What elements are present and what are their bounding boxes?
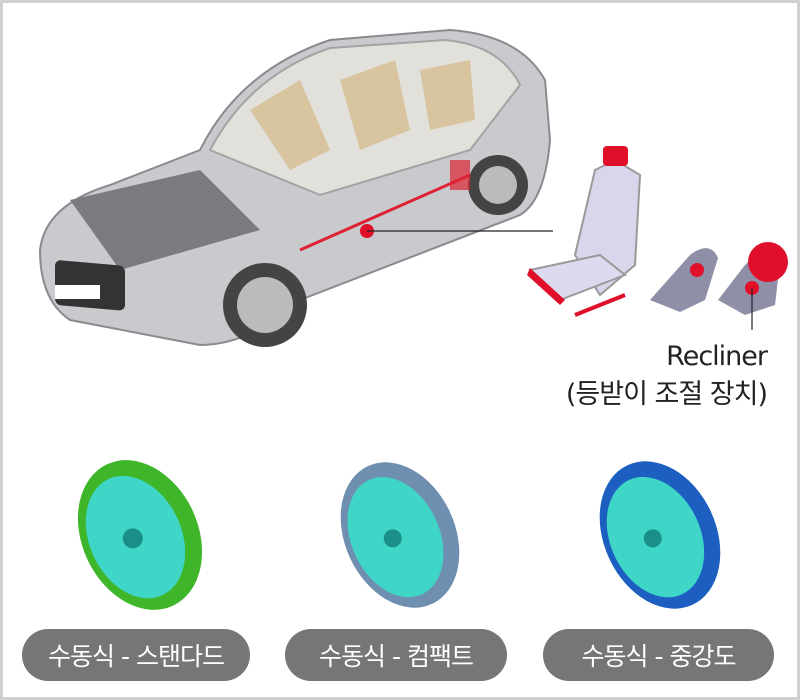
illustration — [38, 28, 788, 610]
disc-heavy-duty — [599, 461, 721, 609]
recliner-title: Recliner — [666, 341, 768, 372]
disc-compact — [340, 462, 460, 608]
disc-standard — [77, 460, 203, 610]
car-illustration — [38, 28, 552, 347]
type-label-standard: 수동식 - 스탠다드 — [22, 629, 250, 681]
seat-frame-illustration — [527, 146, 642, 317]
type-label-heavy-duty: 수동식 - 중강도 — [543, 629, 774, 681]
type-label-compact: 수동식 - 컴팩트 — [285, 629, 507, 681]
recliner-subtitle: (등받이 조절 장치) — [565, 379, 768, 410]
recliner-plates-illustration — [650, 242, 788, 315]
